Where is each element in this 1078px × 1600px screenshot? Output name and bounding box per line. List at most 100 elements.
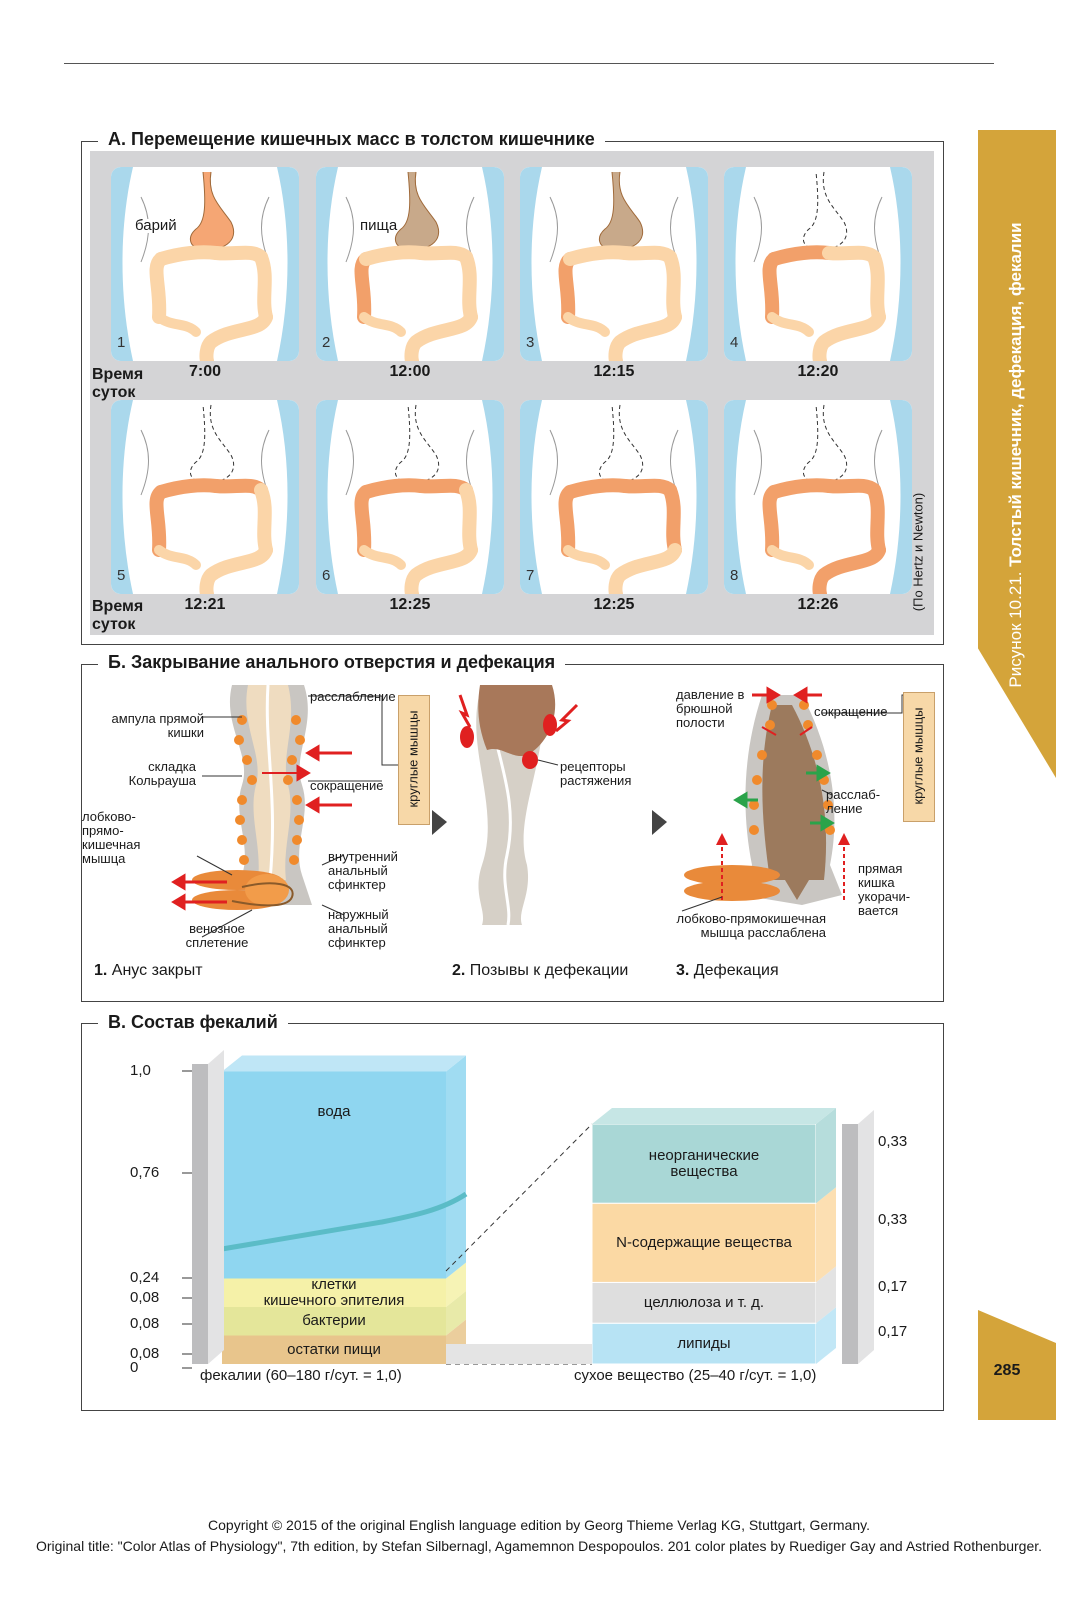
right-tick-label: 0,17 [878,1323,908,1340]
bar-label: бактерии [302,1312,366,1330]
left-axis-bar [192,1064,208,1364]
label-relax-1: расслабление [310,689,396,704]
left-axis-side [208,1050,224,1364]
time-label: 12:25 [389,596,431,613]
left-tick-label: 0 [130,1359,139,1376]
diagram-number: 7 [526,567,535,584]
urge-illustration [432,684,667,926]
time-label: 12:26 [797,596,839,613]
label-relax-3: расслаб-ление [826,787,881,816]
panel-c [81,1023,944,1411]
rectum-closed-illustration [171,684,402,938]
diagram-number: 1 [117,334,126,351]
caption-anus-closed: 1. Анус закрыт [94,962,203,980]
bar-segment [222,1335,446,1364]
caption-2-number: 2. [452,962,466,979]
bar-label: клетки кишечного эпителия [263,1275,405,1309]
left-tick-label: 0,08 [130,1315,160,1332]
caption-2-text: Позывы к дефекации [469,962,629,979]
caption-1-text: Анус закрыт [111,962,203,979]
bar-label: целлюлоза и т. д. [643,1293,765,1311]
bar-segment [591,1281,817,1324]
colon-diagram-8: 8 [724,400,912,594]
bar-segment-side [816,1266,836,1324]
left-axis-caption: фекалии (60–180 г/сут. = 1,0) [200,1367,402,1384]
side-tab [978,130,1056,778]
colon-diagram-5: 5 [111,400,299,594]
bar-label: N-содержащие вещества [616,1233,792,1251]
left-tick-label: 0,24 [130,1269,160,1286]
circular-muscles-box-3 [903,692,935,822]
colon-diagram-1: 1 [111,167,299,361]
diagram-number: 3 [526,334,535,351]
copyright-line-1: Copyright © 2015 of the original English… [208,1517,870,1533]
time-label: 7:00 [188,363,222,380]
water-wave [221,1191,468,1252]
bar-segment-side [816,1307,836,1364]
diagram-number: 8 [730,567,739,584]
colon-diagram-4: 4 [724,167,912,361]
defecation-diagrams [171,684,914,938]
bar-label: липиды [677,1334,731,1352]
right-tick-label: 0,17 [878,1278,908,1295]
top-rule [64,63,994,64]
time-label: 12:20 [797,363,839,380]
floor-shadow [446,1344,592,1364]
bar-segment [591,1202,817,1283]
right-tick-label: 0,33 [878,1133,908,1150]
colon-diagram-2: 2 [316,167,504,361]
label-contract-1: сокращение [310,778,384,793]
bar-segment [591,1123,817,1204]
label-venous: венозное сплетение [185,921,249,950]
label-external-sphincter: наружный анальный сфинктер [328,907,389,950]
time-label: 12:00 [389,363,431,380]
colon-diagram-7: 7 [520,400,708,594]
caption-defecation: 3. Дефекация [676,962,779,980]
time-of-day-label-2: Время суток [92,598,144,633]
label-circular-1: круглые мышцы [405,710,421,808]
figure-number: Рисунок 10.21. [1006,571,1025,688]
copyright-line-2: Original title: "Color Atlas of Physiolo… [35,1538,1043,1554]
time-label: 12:25 [593,596,635,613]
panel-b-title: Б. Закрывание анального отверстия и дефе… [98,652,566,673]
bar-segment-side [446,1262,466,1307]
bar-top [222,1055,466,1072]
credit-hertz-newton: (По Hertz и Newton) [910,492,926,612]
bar-segment-side [446,1055,466,1279]
page-number: 285 [993,1362,1021,1379]
time-label: 12:21 [184,596,226,613]
time-of-day-label-1: Время суток [92,366,144,401]
label-ampulla: ампула прямой кишки [111,711,204,740]
label-kohlrausch: складка Кольрауша [128,759,196,788]
bar-label: вода [317,1102,351,1120]
defecation-illustration [681,686,914,912]
left-tick-label: 0,76 [130,1164,160,1181]
left-tick-label: 0,08 [130,1345,160,1362]
diagram-number: 6 [322,567,331,584]
figure-caption: Рисунок 10.21. Толстый кишечник, дефекац… [1006,222,1026,687]
right-axis-caption: сухое вещество (25–40 г/сут. = 1,0) [574,1367,817,1384]
bar-segment-side [816,1187,836,1283]
bar-segment [222,1307,446,1336]
label-circular-3: круглые мышцы [910,707,926,805]
label-puborectal-relaxed: лобково-прямокишечная мышца расслаблена [676,911,826,940]
caption-3-text: Дефекация [693,962,779,979]
caption-1-number: 1. [94,962,108,979]
diagram-number: 4 [730,334,739,351]
label-barium: барий [135,217,177,234]
panel-c-title: В. Состав фекалий [98,1012,288,1033]
caption-3-number: 3. [676,962,690,979]
label-abdominal-pressure: давление в брюшной полости [676,687,745,730]
left-tick-label: 0,08 [130,1289,160,1306]
label-internal-sphincter: внутренний анальный сфинктер [328,849,398,892]
bar-label: неорганические вещества [648,1146,760,1180]
label-food: пища [360,217,398,234]
right-tick-label: 0,33 [878,1211,908,1228]
bar-segment [222,1278,446,1307]
caption-urge: 2. Позывы к дефекации [452,962,628,980]
right-axis-side [858,1110,874,1364]
label-contract-3: сокращение [814,704,888,719]
label-rectum-shortens: прямая кишка укорачи-вается [858,861,911,918]
connector-top [445,1123,593,1272]
bar-segment-side [446,1291,466,1336]
